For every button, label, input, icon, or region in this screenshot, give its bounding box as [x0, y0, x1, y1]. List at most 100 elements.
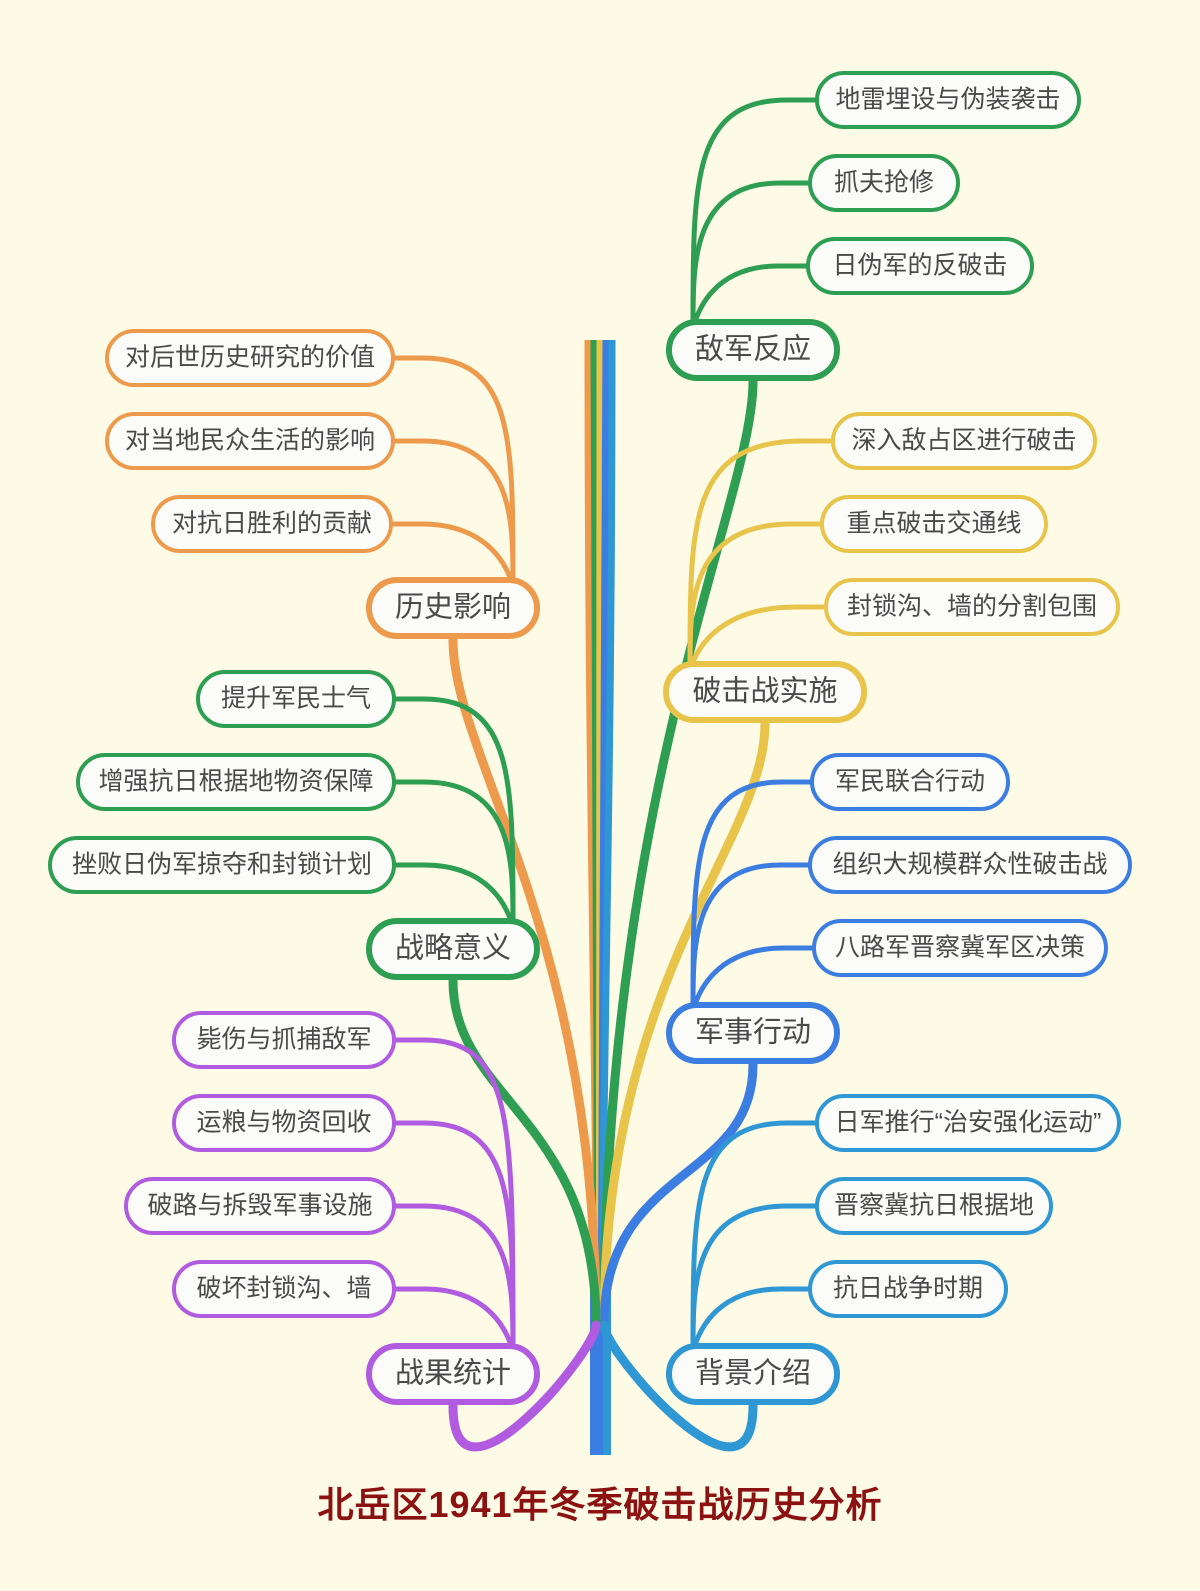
leaf-node[interactable]: 地雷埋设与伪装袭击 [815, 71, 1081, 129]
branch-connector [448, 635, 601, 1330]
branch-node-enemy-reaction[interactable]: 敌军反应 [666, 319, 840, 381]
leaf-node[interactable]: 对后世历史研究的价值 [105, 329, 395, 387]
leaf-connector [391, 862, 516, 928]
connector-group [388, 97, 836, 1452]
leaf-node[interactable]: 运粮与物资回收 [172, 1094, 396, 1152]
node-label: 对后世历史研究的价值 [125, 344, 375, 372]
leaf-connector [690, 945, 817, 1012]
node-shape [831, 412, 1097, 470]
node-shape [124, 1177, 396, 1235]
node-label: 破击战实施 [692, 675, 837, 708]
branch-node-strategic-meaning[interactable]: 战略意义 [366, 918, 540, 980]
branch-node-battle-results[interactable]: 战果统计 [366, 1343, 540, 1405]
node-shape [815, 71, 1081, 129]
node-shape [666, 319, 840, 381]
leaf-connector [391, 1286, 516, 1353]
leaf-node[interactable]: 八路军晋察冀军区决策 [812, 919, 1108, 977]
leaf-connector [390, 355, 516, 583]
node-label: 增强抗日根据地物资保障 [98, 768, 373, 796]
leaf-node[interactable]: 晋察冀抗日根据地 [815, 1177, 1053, 1235]
node-label: 晋察冀抗日根据地 [834, 1192, 1034, 1220]
leaf-connector [690, 263, 811, 329]
node-label: 挫败日伪军掠夺和封锁计划 [72, 851, 372, 879]
node-label: 运粮与物资回收 [196, 1109, 371, 1137]
leaf-connector [391, 1120, 516, 1349]
node-label: 对抗日胜利的贡献 [172, 510, 372, 538]
leaf-connector [690, 1203, 820, 1349]
node-shape [663, 661, 867, 723]
node-shape [105, 329, 395, 387]
leaf-node[interactable]: 对抗日胜利的贡献 [151, 495, 393, 553]
node-label: 提升军民士气 [221, 685, 371, 713]
leaf-connector [391, 779, 516, 924]
leaf-node[interactable]: 日伪军的反破击 [806, 237, 1034, 295]
leaf-node[interactable]: 提升军民士气 [196, 670, 396, 728]
node-shape [820, 495, 1048, 553]
node-shape [808, 836, 1132, 894]
node-shape [806, 237, 1034, 295]
node-shape [824, 578, 1120, 636]
node-label: 战略意义 [395, 932, 511, 965]
node-shape [666, 1002, 840, 1064]
leaf-connector [687, 521, 825, 667]
node-shape [666, 1343, 840, 1405]
node-shape [808, 154, 960, 212]
leaf-connector [690, 779, 815, 1008]
leaf-node[interactable]: 深入敌占区进行破击 [831, 412, 1097, 470]
node-shape [151, 495, 393, 553]
node-label: 军事行动 [695, 1016, 811, 1049]
leaf-node[interactable]: 组织大规模群众性破击战 [808, 836, 1132, 894]
node-label: 敌军反应 [695, 333, 811, 366]
leaf-node[interactable]: 毙伤与抓捕敌军 [172, 1011, 396, 1069]
leaf-connector [390, 438, 516, 583]
leaf-connector [388, 521, 516, 587]
node-label: 日军推行“治安强化运动” [835, 1109, 1102, 1137]
node-shape [105, 412, 395, 470]
node-shape [76, 753, 396, 811]
node-shape [815, 1177, 1053, 1235]
node-label: 地雷埋设与伪装袭击 [835, 86, 1060, 114]
branch-node-raid-execution[interactable]: 破击战实施 [663, 661, 867, 723]
node-shape [810, 753, 1010, 811]
node-label: 战果统计 [395, 1357, 511, 1390]
leaf-node[interactable]: 挫败日伪军掠夺和封锁计划 [48, 836, 396, 894]
leaf-connector [391, 696, 516, 924]
node-shape [48, 836, 396, 894]
node-shape [815, 1094, 1121, 1152]
node-label: 破坏封锁沟、墙 [196, 1275, 371, 1303]
leaf-connector [687, 438, 836, 667]
node-label: 历史影响 [395, 591, 511, 624]
leaf-node[interactable]: 抓夫抢修 [808, 154, 960, 212]
node-label: 破路与拆毁军事设施 [147, 1192, 372, 1220]
page-title: 北岳区1941年冬季破击战历史分析 [317, 1484, 883, 1525]
leaf-node[interactable]: 破路与拆毁军事设施 [124, 1177, 396, 1235]
branch-connector [599, 1320, 758, 1452]
branch-node-military-action[interactable]: 军事行动 [666, 1002, 840, 1064]
node-label: 背景介绍 [695, 1357, 811, 1390]
node-shape [366, 577, 540, 639]
leaf-node[interactable]: 抗日战争时期 [808, 1260, 1008, 1318]
leaf-connector [690, 862, 813, 1008]
leaf-node[interactable]: 封锁沟、墙的分割包围 [824, 578, 1120, 636]
node-label: 封锁沟、墙的分割包围 [847, 593, 1097, 621]
node-shape [366, 1343, 540, 1405]
leaf-node[interactable]: 破坏封锁沟、墙 [172, 1260, 396, 1318]
branch-node-historical-impact[interactable]: 历史影响 [366, 577, 540, 639]
leaf-node[interactable]: 日军推行“治安强化运动” [815, 1094, 1121, 1152]
leaf-node[interactable]: 增强抗日根据地物资保障 [76, 753, 396, 811]
node-shape [172, 1094, 396, 1152]
node-label: 毙伤与抓捕敌军 [196, 1026, 371, 1054]
node-shape [366, 918, 540, 980]
node-shape [172, 1011, 396, 1069]
leaf-node[interactable]: 对当地民众生活的影响 [105, 412, 395, 470]
branch-node-background[interactable]: 背景介绍 [666, 1343, 840, 1405]
node-label: 八路军晋察冀军区决策 [835, 934, 1085, 962]
leaf-node[interactable]: 重点破击交通线 [820, 495, 1048, 553]
node-label: 组织大规模群众性破击战 [832, 851, 1107, 879]
leaf-node[interactable]: 军民联合行动 [810, 753, 1010, 811]
leaf-connector [391, 1203, 516, 1349]
branch-connector [448, 976, 601, 1330]
